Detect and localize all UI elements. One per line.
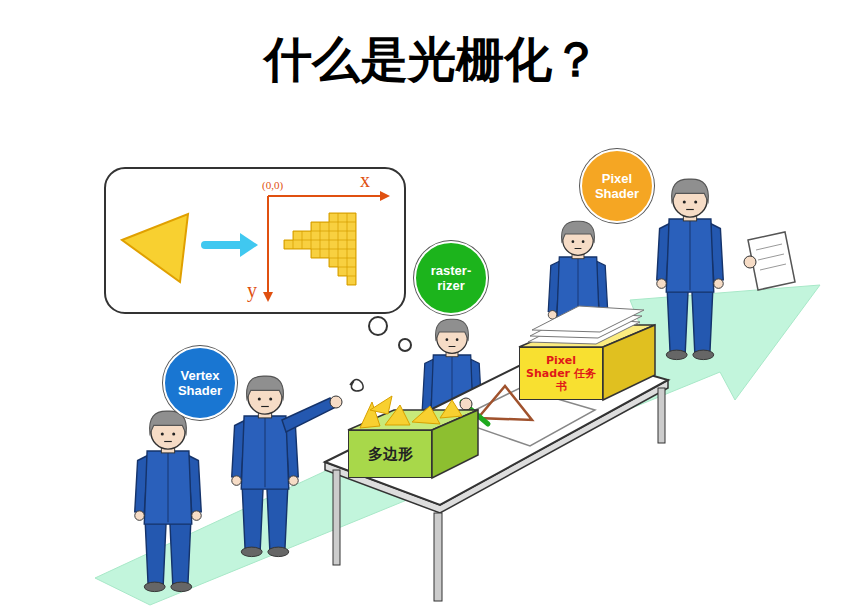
axis-label: x (360, 170, 370, 190)
node-text: 多边形 (368, 445, 413, 463)
polygon-box: 多边形 (348, 430, 432, 478)
node-text: Pixel Shader 任务书 (523, 354, 599, 394)
stage-badge: Vertex Shader (163, 346, 237, 420)
origin-label: (0,0) (262, 180, 283, 191)
title: 什么是光栅化？ (0, 28, 864, 92)
task-box: Pixel Shader 任务书 (519, 347, 603, 400)
stage-badge: Pixel Shader (580, 149, 654, 223)
axis-label: y (247, 280, 257, 300)
stage-badge: raster- rizer (414, 241, 488, 315)
node-text: Pixel Shader (588, 171, 646, 201)
node-text: raster- rizer (422, 263, 480, 293)
node-text: Vertex Shader (171, 368, 229, 398)
